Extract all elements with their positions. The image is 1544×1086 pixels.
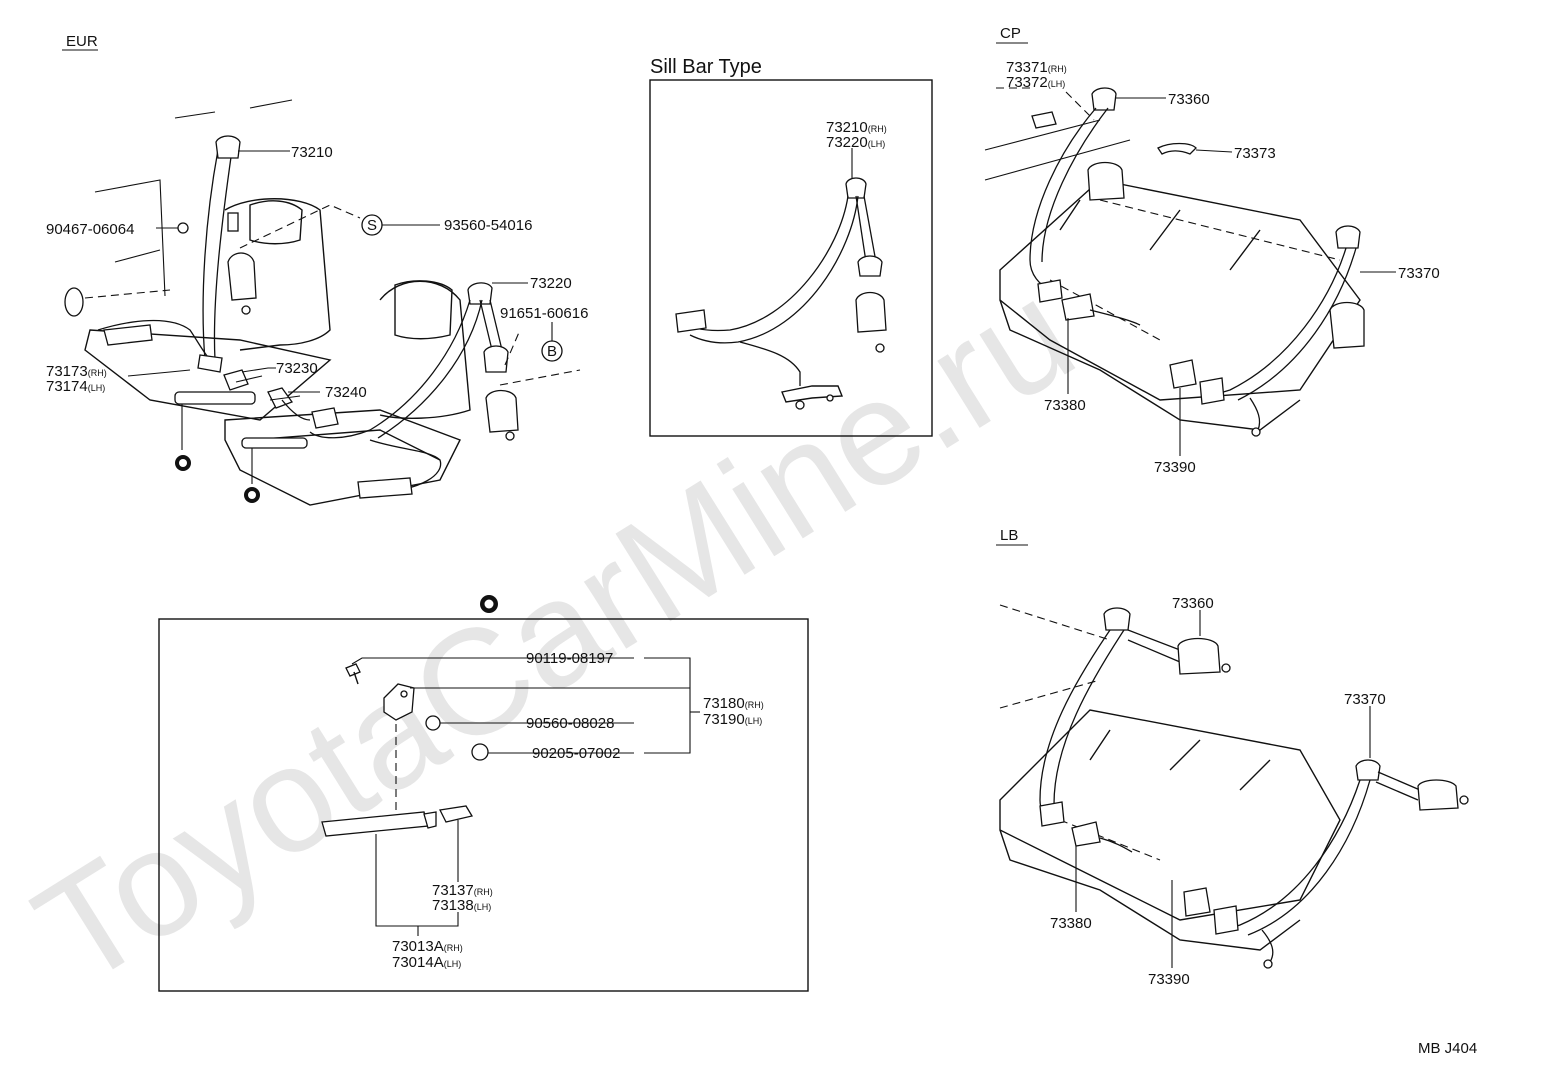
cp-rear-seat-illustration (984, 119, 1361, 431)
label-90119-08197: 90119-08197 (526, 650, 613, 667)
label-cp-73390: 73390 (1154, 459, 1196, 476)
detail-parts (321, 663, 489, 837)
label-93560-54016: 93560-54016 (444, 217, 532, 234)
watermark: ToyotaCarMine.ru (8, 247, 1101, 1017)
label-90205-07002: 90205-07002 (532, 745, 620, 762)
label-lb-73370: 73370 (1344, 691, 1386, 708)
detail-frame (158, 618, 809, 992)
label-73220: 73220 (530, 275, 572, 292)
cp-belts (1029, 87, 1365, 437)
label-lb-73390: 73390 (1148, 971, 1190, 988)
section-label-eur: EUR (66, 33, 98, 50)
label-73190-lh: 73190(LH) (703, 711, 762, 728)
detail-marker-box-inner (484, 599, 494, 609)
section-title-sill-bar: Sill Bar Type (650, 56, 762, 78)
section-label-lb: LB (1000, 527, 1018, 544)
section-label-cp: CP (1000, 25, 1021, 42)
sill-bar-belt-illustration (675, 177, 887, 410)
label-91651-60616: 91651-60616 (500, 305, 588, 322)
label-73230: 73230 (276, 360, 318, 377)
label-lb-73380: 73380 (1050, 915, 1092, 932)
detail-marker-2-inner (248, 491, 256, 499)
symbol-s: S (361, 214, 383, 236)
label-73174-lh: 73174(LH) (46, 378, 105, 395)
detail-leader-lines (351, 657, 700, 936)
svg-text:S: S (367, 217, 377, 234)
cover-cap (64, 287, 84, 317)
label-90560-08028: 90560-08028 (526, 715, 614, 732)
belt-73210 (97, 135, 257, 373)
label-lb-73360: 73360 (1172, 595, 1214, 612)
lb-belts (1039, 607, 1469, 969)
label-sill-73210-rh: 73210(RH) (826, 119, 887, 136)
detail-marker-1-inner (179, 459, 187, 467)
lb-leader-lines (1075, 610, 1371, 968)
label-cp-73380: 73380 (1044, 397, 1086, 414)
lb-rear-seat-illustration (999, 604, 1341, 951)
label-cp-73373: 73373 (1234, 145, 1276, 162)
label-73138-lh: 73138(LH) (432, 897, 491, 914)
label-cp-73372-lh: 73372(LH) (1006, 74, 1065, 91)
symbol-b: B (541, 340, 563, 362)
eur-front-seat-illustration (84, 99, 471, 506)
label-sill-73220-lh: 73220(LH) (826, 134, 885, 151)
bolt-90467-06064 (177, 222, 189, 234)
label-73210: 73210 (291, 144, 333, 161)
label-73240: 73240 (325, 384, 367, 401)
belt-73220 (309, 282, 519, 499)
label-73014a-lh: 73014A(LH) (392, 954, 461, 971)
cp-leader-lines (996, 87, 1396, 456)
label-90467-06064: 90467-06064 (46, 221, 134, 238)
label-73013a-rh: 73013A(RH) (392, 938, 463, 955)
label-cp-73371-rh: 73371(RH) (1006, 59, 1067, 76)
label-73180-rh: 73180(RH) (703, 695, 764, 712)
svg-text:B: B (547, 343, 557, 360)
footer-code: MB J404 (1418, 1040, 1477, 1057)
label-cp-73360: 73360 (1168, 91, 1210, 108)
sill-bar-frame (649, 79, 933, 437)
label-73173-rh: 73173(RH) (46, 363, 107, 380)
buckles-73230-73240 (223, 369, 339, 429)
label-cp-73370: 73370 (1398, 265, 1440, 282)
eur-leader-lines (127, 150, 553, 401)
label-73137-rh: 73137(RH) (432, 882, 493, 899)
